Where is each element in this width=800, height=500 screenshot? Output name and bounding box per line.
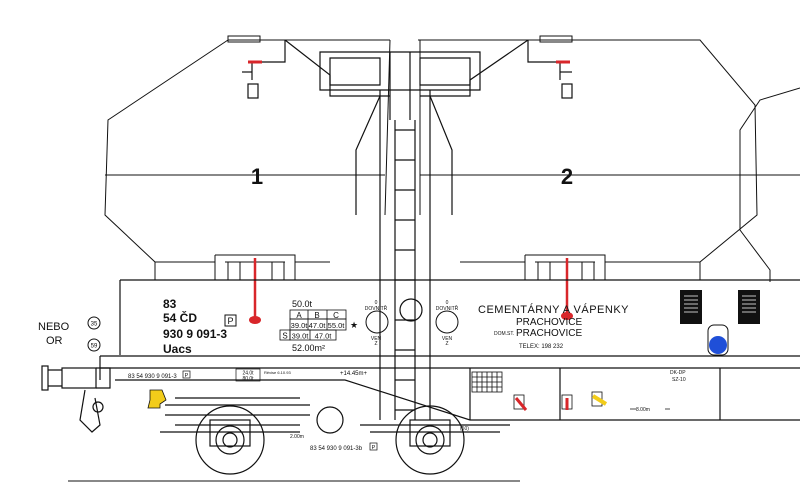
svg-text:P: P [185,373,189,379]
yellow-hook [147,389,167,409]
frame-number-left: 83 54 930 9 091-3 [128,374,177,380]
wagon-id-line1: 83 [163,297,177,311]
wagon-id-line3: 930 9 091-3 [163,327,227,341]
vent-grille [471,371,503,393]
hopper-number-2: 2 [561,164,573,189]
load-header-b: B [314,311,319,320]
weights-box [235,368,261,382]
info-plate-1 [680,290,702,324]
alt-label-or: OR [46,335,63,347]
central-ladder [319,51,481,420]
owner-dom-label: DOM.ST. [494,331,514,337]
dk-sub: SZ-10 [672,377,686,383]
red-discharge-cap-1 [249,316,261,324]
alt-label-nebo: NEBO [38,321,70,333]
mark-circle-35 [87,316,101,330]
owner-line1: CEMENTÁRNY A VÁPENKY [478,303,629,316]
wagon-id-line2: 54 ČD [163,310,197,325]
distance-label: 8.00m [636,407,650,413]
lamp-housing [707,324,729,356]
tare-weight: 50.0t [292,299,313,309]
hopper-1 [104,35,391,280]
load-area: 52.00m² [292,343,325,353]
load-value-a: 39.0t [291,321,309,330]
info-plate-2 [738,290,760,324]
svg-text:P: P [372,445,376,451]
bogie-distance: 2.00m [290,434,304,440]
load-s-label: S [282,332,287,341]
blue-lamp [709,336,727,354]
mark-circle-59 [87,338,101,352]
owner-line2: PRACHOVICE [516,317,582,328]
discharge-levers [513,391,608,411]
load-s-value-b: 47.0t [315,332,333,341]
bogie-2 [360,405,510,475]
svg-text:59: 59 [91,344,98,350]
p-mark-box [224,314,237,327]
lever-left: 0 DOVNITŘ VEN Z [365,300,389,347]
outlet-1 [155,254,330,280]
hopper-number-1: 1 [251,164,263,189]
revision-note: Rěvise 6.10.93 [264,370,291,375]
dk-label: DK-DP [670,370,686,376]
owner-telex: TELEX: 198 232 [519,344,564,350]
bogie-1 [160,397,344,475]
red-discharge-cap-2 [561,312,573,320]
svg-text:35: 35 [91,322,98,328]
svg-text:80.0t: 80.0t [242,376,254,382]
load-s-value-a: 39.0t [292,332,310,341]
svg-text:24.0t: 24.0t [242,371,254,377]
svg-text:VEN: VEN [371,336,382,342]
svg-text:Z: Z [445,341,448,347]
svg-text:0: 0 [375,300,378,306]
load-value-c: 55.0t [328,321,346,330]
load-value-b: 47.0t [309,321,327,330]
bottom-p-box [369,442,378,451]
svg-text:Z: Z [374,341,377,347]
load-header-c: C [333,311,339,320]
owner-line3: PRACHOVICE [516,328,582,339]
hopper-3-partial [739,87,800,282]
body-panel [99,279,800,421]
load-star: ★ [350,320,358,330]
p-mark: P [227,316,233,326]
frame-p-box [182,370,191,379]
buffer-coupler [41,365,111,433]
svg-text:VEN: VEN [442,336,453,342]
info-plate-lines [684,295,756,313]
length-label: +14.45m+ [340,371,368,377]
svg-text:DOVNITŘ: DOVNITŘ [436,304,459,312]
load-table: 50.0t A B C 39.0t 47.0t 55.0t ★ S 39.0t … [279,299,358,353]
load-header-a: A [296,311,302,320]
top-hatches [242,39,573,99]
svg-text:0: 0 [446,300,449,306]
lever-right: 0 DOVNITŘ VEN Z [435,300,459,347]
frame-number-bottom: 83 54 930 9 091-3b [310,446,363,452]
outlet-2 [460,254,700,280]
hopper-2 [418,35,758,280]
wagon-id-line4: Uacs [163,342,192,356]
svg-text:DOVNITŘ: DOVNITŘ [365,304,388,312]
mark-50: (50) [460,426,469,432]
